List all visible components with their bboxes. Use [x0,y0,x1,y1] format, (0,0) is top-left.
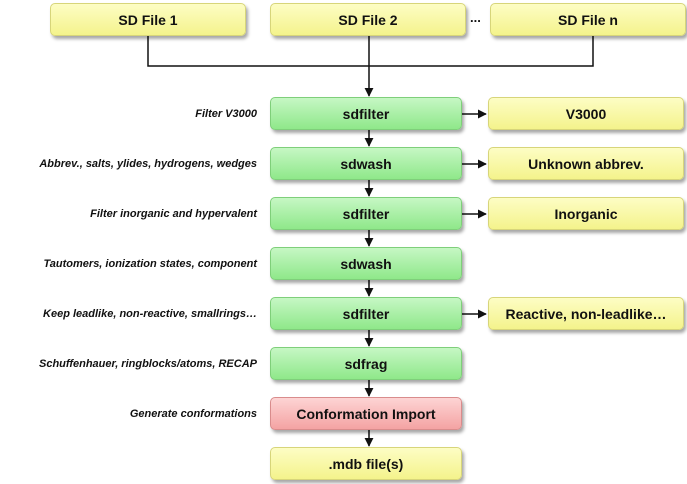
step-label-filter-inorganic: Filter inorganic and hypervalent [90,208,257,220]
input-sd-file-n: SD File n [490,3,686,36]
input-sd-file-1: SD File 1 [50,3,246,36]
tool-sdfrag: sdfrag [270,347,462,380]
tool-sdfilter-3: sdfilter [270,297,462,330]
step-label-wash: Abbrev., salts, ylides, hydrogens, wedge… [39,158,257,170]
output-reactive-non-leadlike: Reactive, non-leadlike… [488,297,684,330]
step-label-fragment: Schuffenhauer, ringblocks/atoms, RECAP [38,358,257,370]
output-v3000: V3000 [488,97,684,130]
tool-conformation-import: Conformation Import [270,397,462,430]
merge-line [147,36,594,67]
step-label-conformations: Generate conformations [129,408,257,420]
step-label-tautomers: Tautomers, ionization states, component [43,258,257,270]
output-unknown-abbrev: Unknown abbrev. [488,147,684,180]
tool-sdwash-2: sdwash [270,247,462,280]
input-sd-file-2: SD File 2 [270,3,466,36]
inputs-ellipsis: ... [470,10,481,25]
tool-sdfilter-1: sdfilter [270,97,462,130]
result-mdb-files: .mdb file(s) [270,447,462,480]
tool-sdfilter-2: sdfilter [270,197,462,230]
step-label-leadlike: Keep leadlike, non-reactive, smallrings… [43,308,257,320]
step-label-filter-v3000: Filter V3000 [195,108,257,120]
output-inorganic: Inorganic [488,197,684,230]
tool-sdwash-1: sdwash [270,147,462,180]
